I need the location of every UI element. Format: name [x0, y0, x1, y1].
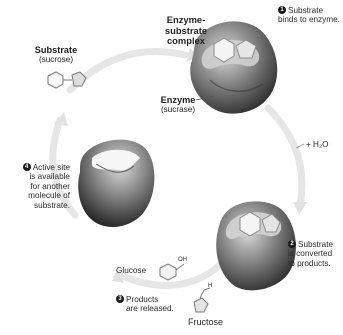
step-2-badge: 2 — [288, 240, 296, 248]
substrate-subtitle: (sucrose) — [26, 55, 86, 64]
glucose-label: Glucose — [116, 266, 156, 275]
step-4-badge: 4 — [23, 163, 31, 171]
substrate-title: Substrate — [26, 46, 86, 55]
enzyme-title: Enzyme — [154, 96, 202, 105]
cycle-arrow-right — [268, 108, 302, 205]
step-4-line-5: substrate. — [8, 201, 70, 210]
step-4-line-3: for another — [8, 182, 70, 191]
step-1-line-2: binds to enzyme. — [278, 15, 342, 24]
step-2-line-1: Substrate — [298, 240, 333, 249]
fructose-molecule — [194, 288, 210, 312]
complex-line-3: complex — [150, 36, 222, 47]
step-1-line-1: Substrate — [288, 6, 323, 15]
step-4-line-1: Active site — [33, 163, 70, 172]
step-2-line-2: is converted — [288, 249, 342, 258]
cycle-arrow-top — [70, 52, 185, 90]
sucrose-molecule — [48, 72, 86, 88]
step-3-line-2: are released. — [116, 304, 180, 313]
arrowhead-left — [54, 112, 68, 126]
free-enzyme — [78, 140, 154, 227]
enzyme-label: Enzyme (sucrase) — [154, 96, 202, 115]
glucose-molecule — [160, 264, 184, 280]
step-4-line-2: is available — [8, 172, 70, 181]
step-1-badge: 1 — [278, 6, 286, 14]
enzyme-subtitle: (sucrase) — [154, 105, 202, 114]
water-label: + H₂O — [306, 140, 342, 149]
enzyme-with-products — [216, 201, 296, 290]
step-4-line-4: molecule of — [8, 191, 70, 200]
arrowhead-right — [293, 202, 307, 215]
step-3-line-1: Products — [126, 295, 158, 304]
h-label: H — [208, 282, 218, 291]
complex-label: Enzyme- substrate complex — [150, 15, 222, 47]
fructose-label: Fructose — [188, 318, 238, 327]
step-2-line-3: to products. — [288, 259, 342, 268]
complex-line-1: Enzyme- — [150, 15, 222, 26]
step-3-badge: 3 — [116, 295, 124, 303]
oh-label: OH — [178, 256, 192, 265]
substrate-label: Substrate (sucrose) — [26, 46, 86, 65]
